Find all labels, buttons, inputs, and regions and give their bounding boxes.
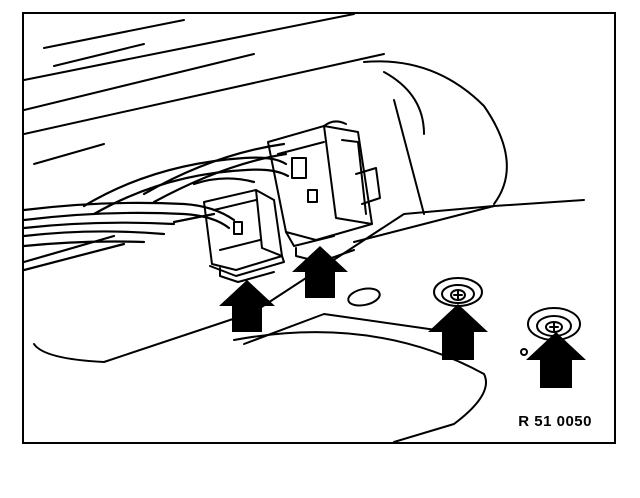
panel-recess xyxy=(33,199,585,442)
connector-right xyxy=(267,120,381,263)
rivet-1 xyxy=(433,277,483,307)
connector-left xyxy=(203,189,285,283)
arrow-up-icon xyxy=(428,304,488,360)
screw-head xyxy=(520,348,528,356)
upper-panel xyxy=(24,14,508,215)
arrow-up-icon xyxy=(526,332,586,388)
arrow-up-icon xyxy=(292,246,348,298)
arrow-up-icon xyxy=(219,280,275,332)
figure-frame: R 51 0050 xyxy=(22,12,616,444)
wire-harness xyxy=(24,142,290,272)
mounting-hole xyxy=(347,287,381,307)
technical-drawing xyxy=(24,14,586,442)
figure-reference-code: R 51 0050 xyxy=(518,413,592,430)
